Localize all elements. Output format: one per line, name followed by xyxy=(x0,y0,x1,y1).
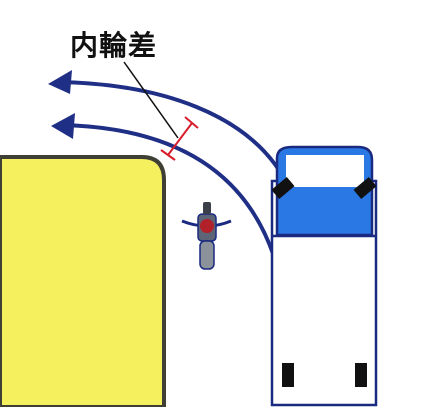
motorcycle xyxy=(181,202,232,270)
motorcycle-body xyxy=(199,240,215,270)
inner-path-arrowhead xyxy=(51,113,75,139)
inner-wheel-difference-label: 内輪差 xyxy=(70,29,158,62)
motorcycle-front-wheel xyxy=(203,202,211,214)
measure-end-bottom xyxy=(160,149,176,161)
truck-front-left-wheel xyxy=(271,176,295,200)
corner-block xyxy=(0,155,166,407)
truck-windshield xyxy=(286,155,364,187)
truck-rear-left-wheel xyxy=(282,363,294,387)
truck-rear-right-wheel xyxy=(355,363,367,387)
truck xyxy=(270,145,378,407)
label-leader-line xyxy=(123,61,179,139)
outer-wheel-path xyxy=(54,80,292,191)
truck-front-right-wheel xyxy=(353,176,377,200)
measure-end-top xyxy=(184,116,199,129)
motorcycle-rider-helmet xyxy=(200,219,214,233)
outer-path-arrowhead xyxy=(48,70,72,94)
inner-wheel-difference-measure xyxy=(167,122,193,156)
